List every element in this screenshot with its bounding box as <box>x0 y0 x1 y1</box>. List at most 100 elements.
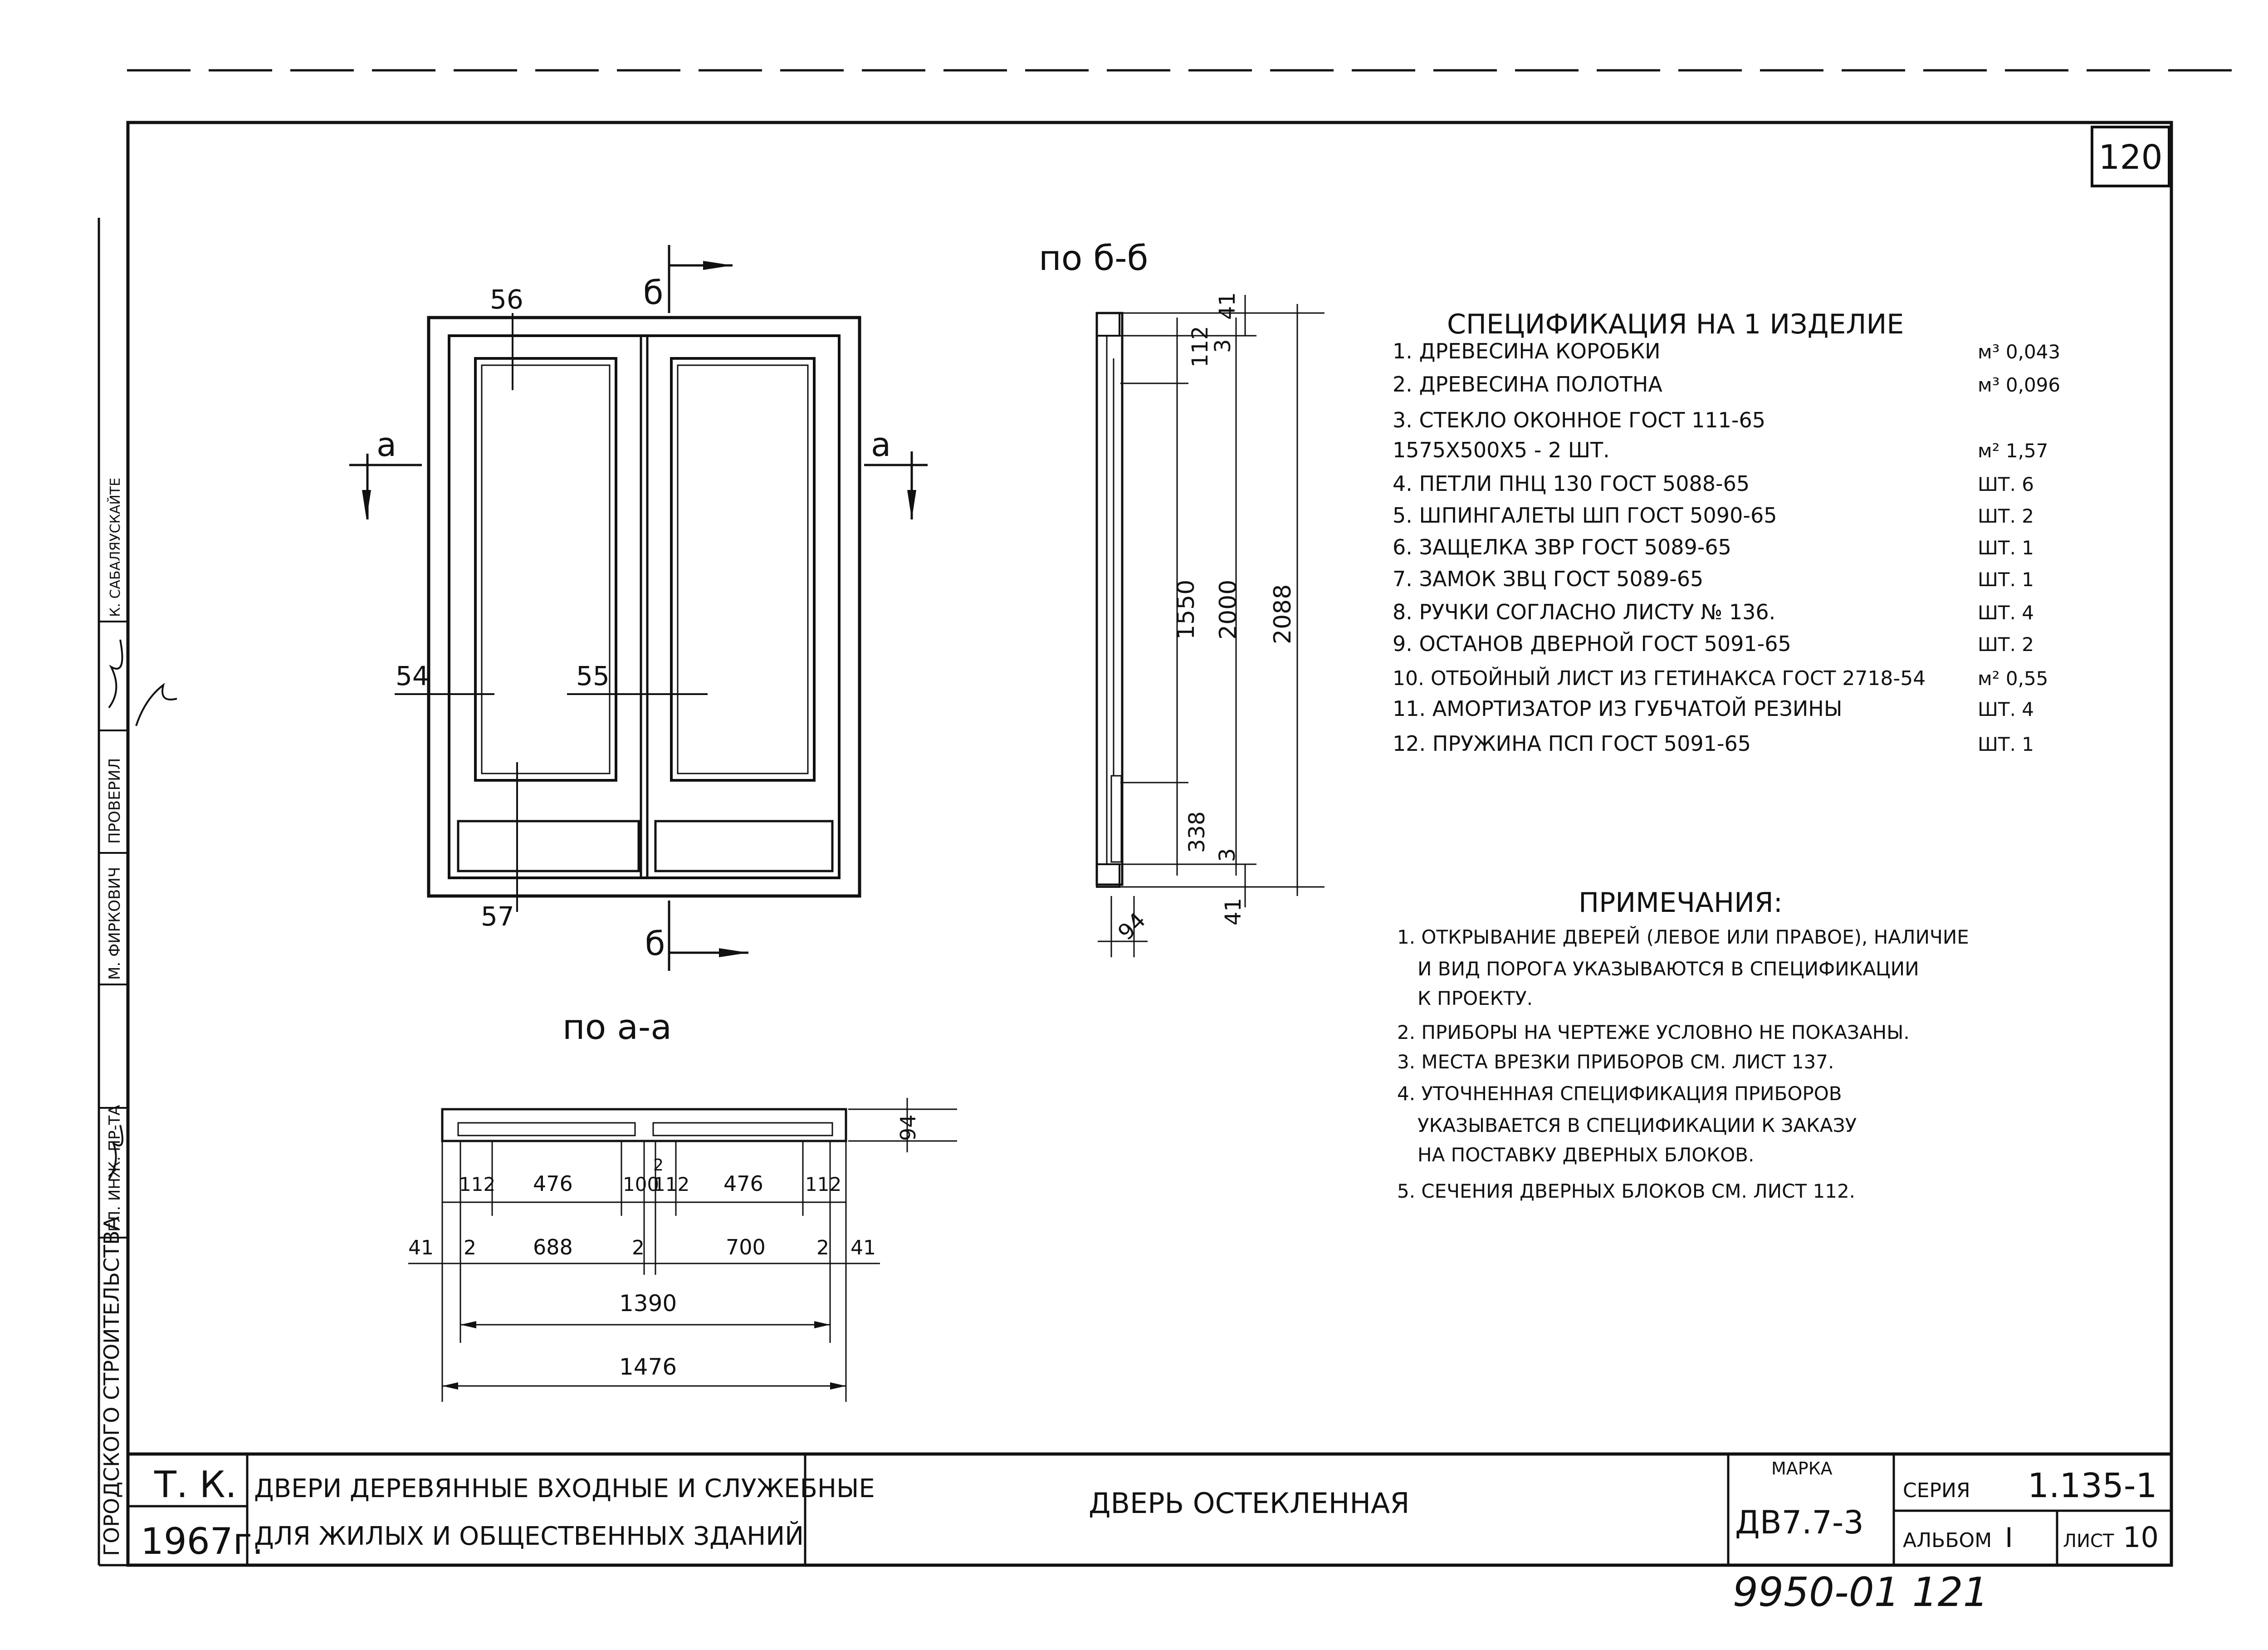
dim-3-top: 3 <box>1210 339 1236 353</box>
right-kick-panel <box>654 820 834 872</box>
dim-aa-112-c: 112 <box>805 1173 841 1195</box>
spec-item-unit: м² 0,55 <box>1978 667 2048 690</box>
dim-112: 112 <box>1188 326 1213 367</box>
right-glazing-outer <box>670 357 816 782</box>
tb-sheet-value: 10 <box>2123 1521 2159 1554</box>
door-inner-frame <box>448 334 841 879</box>
note-line: 3. МЕСТА ВРЕЗКИ ПРИБОРОВ СМ. ЛИСТ 137. <box>1397 1051 1834 1073</box>
tb-marka-label: МАРКА <box>1771 1459 1833 1479</box>
label-56: 56 <box>490 284 523 315</box>
spec-item: 7. ЗАМОК ЗВЦ ГОСТ 5089-65 <box>1393 567 1703 591</box>
tb-drawing-title: ДВЕРЬ ОСТЕКЛЕННАЯ <box>1089 1487 1409 1520</box>
signature-scribble <box>135 683 177 726</box>
spec-item-unit: м² 1,57 <box>1978 440 2048 462</box>
cut-a-right-letter: а <box>871 426 891 464</box>
dim-338: 338 <box>1184 811 1210 853</box>
spec-item: 12. ПРУЖИНА ПСП ГОСТ 5091-65 <box>1393 731 1751 756</box>
note-line: УКАЗЫВАЕТСЯ В СПЕЦИФИКАЦИИ К ЗАКАЗУ <box>1418 1114 1857 1136</box>
strip-role-checked: ПРОВЕРИЛ <box>106 758 124 844</box>
notes-title: ПРИМЕЧАНИЯ: <box>1579 887 1783 919</box>
tb-album-value: I <box>2005 1522 2013 1554</box>
spec-item: 4. ПЕТЛИ ПНЦ 130 ГОСТ 5088-65 <box>1393 471 1750 496</box>
spec-item: 9. ОСТАНОВ ДВЕРНОЙ ГОСТ 5091-65 <box>1393 632 1791 656</box>
signature-scribble <box>108 1125 123 1180</box>
dim-aa-688: 688 <box>533 1235 573 1259</box>
tb-subject-line1: ДВЕРИ ДЕРЕВЯННЫЕ ВХОДНЫЕ И СЛУЖЕБНЫЕ <box>254 1474 875 1503</box>
sheet-frame <box>126 121 2173 1567</box>
cut-b-top-letter: б <box>643 274 663 312</box>
dim-aa-1476: 1476 <box>619 1354 677 1380</box>
note-line: 2. ПРИБОРЫ НА ЧЕРТЕЖЕ УСЛОВНО НЕ ПОКАЗАН… <box>1397 1021 1910 1043</box>
left-glazing-outer <box>474 357 617 782</box>
spec-item: 11. АМОРТИЗАТОР ИЗ ГУБЧАТОЙ РЕЗИНЫ <box>1393 696 1842 721</box>
tb-album-label: АЛЬБОМ <box>1903 1529 1992 1552</box>
spec-item-unit: ШТ. 1 <box>1978 733 2034 755</box>
spec-item-unit: ШТ. 2 <box>1978 505 2034 527</box>
dim-aa-41-right: 41 <box>850 1236 876 1259</box>
section-aa: по а-а 94 112 476 100 2 112 476 112 41 <box>408 1007 957 1402</box>
note-line: 1. ОТКРЫВАНИЕ ДВЕРЕЙ (ЛЕВОЕ ИЛИ ПРАВОЕ),… <box>1397 925 1969 948</box>
arrow-icon <box>460 1321 476 1328</box>
dim-aa-2-b: 2 <box>632 1236 645 1259</box>
arrow-icon <box>830 1382 846 1390</box>
dim-aa-2-small: 2 <box>653 1156 664 1175</box>
spec-item-unit: ШТ. 6 <box>1978 473 2034 495</box>
dim-aa-1390: 1390 <box>619 1290 677 1317</box>
spec-item: 6. ЗАЩЕЛКА ЗВР ГОСТ 5089-65 <box>1393 535 1731 559</box>
dim-41-bottom: 41 <box>1221 898 1246 925</box>
archive-number: 9950-01 121 <box>1733 1569 1989 1616</box>
cut-b-bottom-letter: б <box>645 925 665 963</box>
dim-94: 94 <box>1113 908 1151 945</box>
spec-item: 5. ШПИНГАЛЕТЫ ШП ГОСТ 5090-65 <box>1393 503 1777 528</box>
spec-item: 1575X500X5 - 2 ШТ. <box>1393 438 1610 462</box>
dim-aa-100: 100 <box>623 1173 659 1195</box>
section-aa-leaf-left <box>457 1122 636 1136</box>
label-54: 54 <box>396 661 429 691</box>
door-elevation: 56 54 55 57 а а б б <box>349 245 928 971</box>
tb-year: 1967г. <box>141 1520 264 1562</box>
spec-item: 10. ОТБОЙНЫЙ ЛИСТ ИЗ ГЕТИНАКСА ГОСТ 2718… <box>1393 666 1926 690</box>
tb-series-value: 1.135-1 <box>2028 1466 2157 1505</box>
arrow-icon <box>703 261 733 270</box>
tb-marka-value: ДВ7.7-3 <box>1735 1504 1864 1541</box>
note-line: И ВИД ПОРОГА УКАЗЫВАЮТСЯ В СПЕЦИФИКАЦИИ <box>1418 958 1919 980</box>
sheet-number: 120 <box>2098 138 2162 177</box>
tb-org-code: Т. К. <box>154 1464 237 1506</box>
strip-role-firkovich: М. ФИРКОВИЧ <box>106 867 124 980</box>
dim-aa-112-a: 112 <box>459 1173 495 1195</box>
sheet-number-box <box>2091 126 2170 187</box>
dim-aa-41-left: 41 <box>408 1236 434 1259</box>
notes: ПРИМЕЧАНИЯ: 1. ОТКРЫВАНИЕ ДВЕРЕЙ (ЛЕВОЕ … <box>1397 887 1969 1202</box>
note-line: НА ПОСТАВКУ ДВЕРНЫХ БЛОКОВ. <box>1418 1144 1754 1166</box>
section-bb: по б-б 41 112 3 1550 2000 2088 338 3 41 … <box>1039 238 1325 957</box>
door-box-frame <box>427 316 861 898</box>
dim-3-bottom: 3 <box>1215 848 1240 862</box>
spec-item-unit: м³ 0,096 <box>1978 374 2060 396</box>
dim-aa-700: 700 <box>726 1235 766 1259</box>
spec-item-unit: ШТ. 2 <box>1978 633 2034 656</box>
note-line: 5. СЕЧЕНИЯ ДВЕРНЫХ БЛОКОВ СМ. ЛИСТ 112. <box>1397 1180 1855 1202</box>
spec-item: 3. СТЕКЛО ОКОННОЕ ГОСТ 111-65 <box>1393 408 1765 432</box>
dim-aa-2-c: 2 <box>816 1236 829 1259</box>
signature-scribble <box>108 639 123 709</box>
section-bb-head <box>1096 312 1120 337</box>
spec-item-unit: ШТ. 1 <box>1978 537 2034 559</box>
section-bb-profile <box>1095 312 1124 886</box>
dim-2088: 2088 <box>1269 584 1296 644</box>
note-line: К ПРОЕКТУ. <box>1418 987 1533 1009</box>
arrow-icon <box>719 948 748 957</box>
dim-aa-112-b: 112 <box>653 1173 689 1195</box>
tb-sheet-label: ЛИСТ <box>2063 1531 2114 1552</box>
section-aa-title: по а-а <box>562 1007 672 1047</box>
spec-item: 8. РУЧКИ СОГЛАСНО ЛИСТУ № 136. <box>1393 600 1775 624</box>
strip-org: ГОРОДСКОГО СТРОИТЕЛЬСТВА <box>99 1216 124 1556</box>
dim-aa-476-b: 476 <box>723 1171 763 1196</box>
strip-role-sabaliauskaite: К. САБАЛЯУСКАЙТЕ <box>107 478 123 617</box>
dim-2000: 2000 <box>1215 580 1242 640</box>
left-glazing-inner <box>481 364 611 774</box>
dim-aa-2-a: 2 <box>464 1236 476 1259</box>
dim-41-top: 41 <box>1215 292 1240 320</box>
arrow-icon <box>907 490 916 519</box>
arrow-icon <box>362 490 371 519</box>
